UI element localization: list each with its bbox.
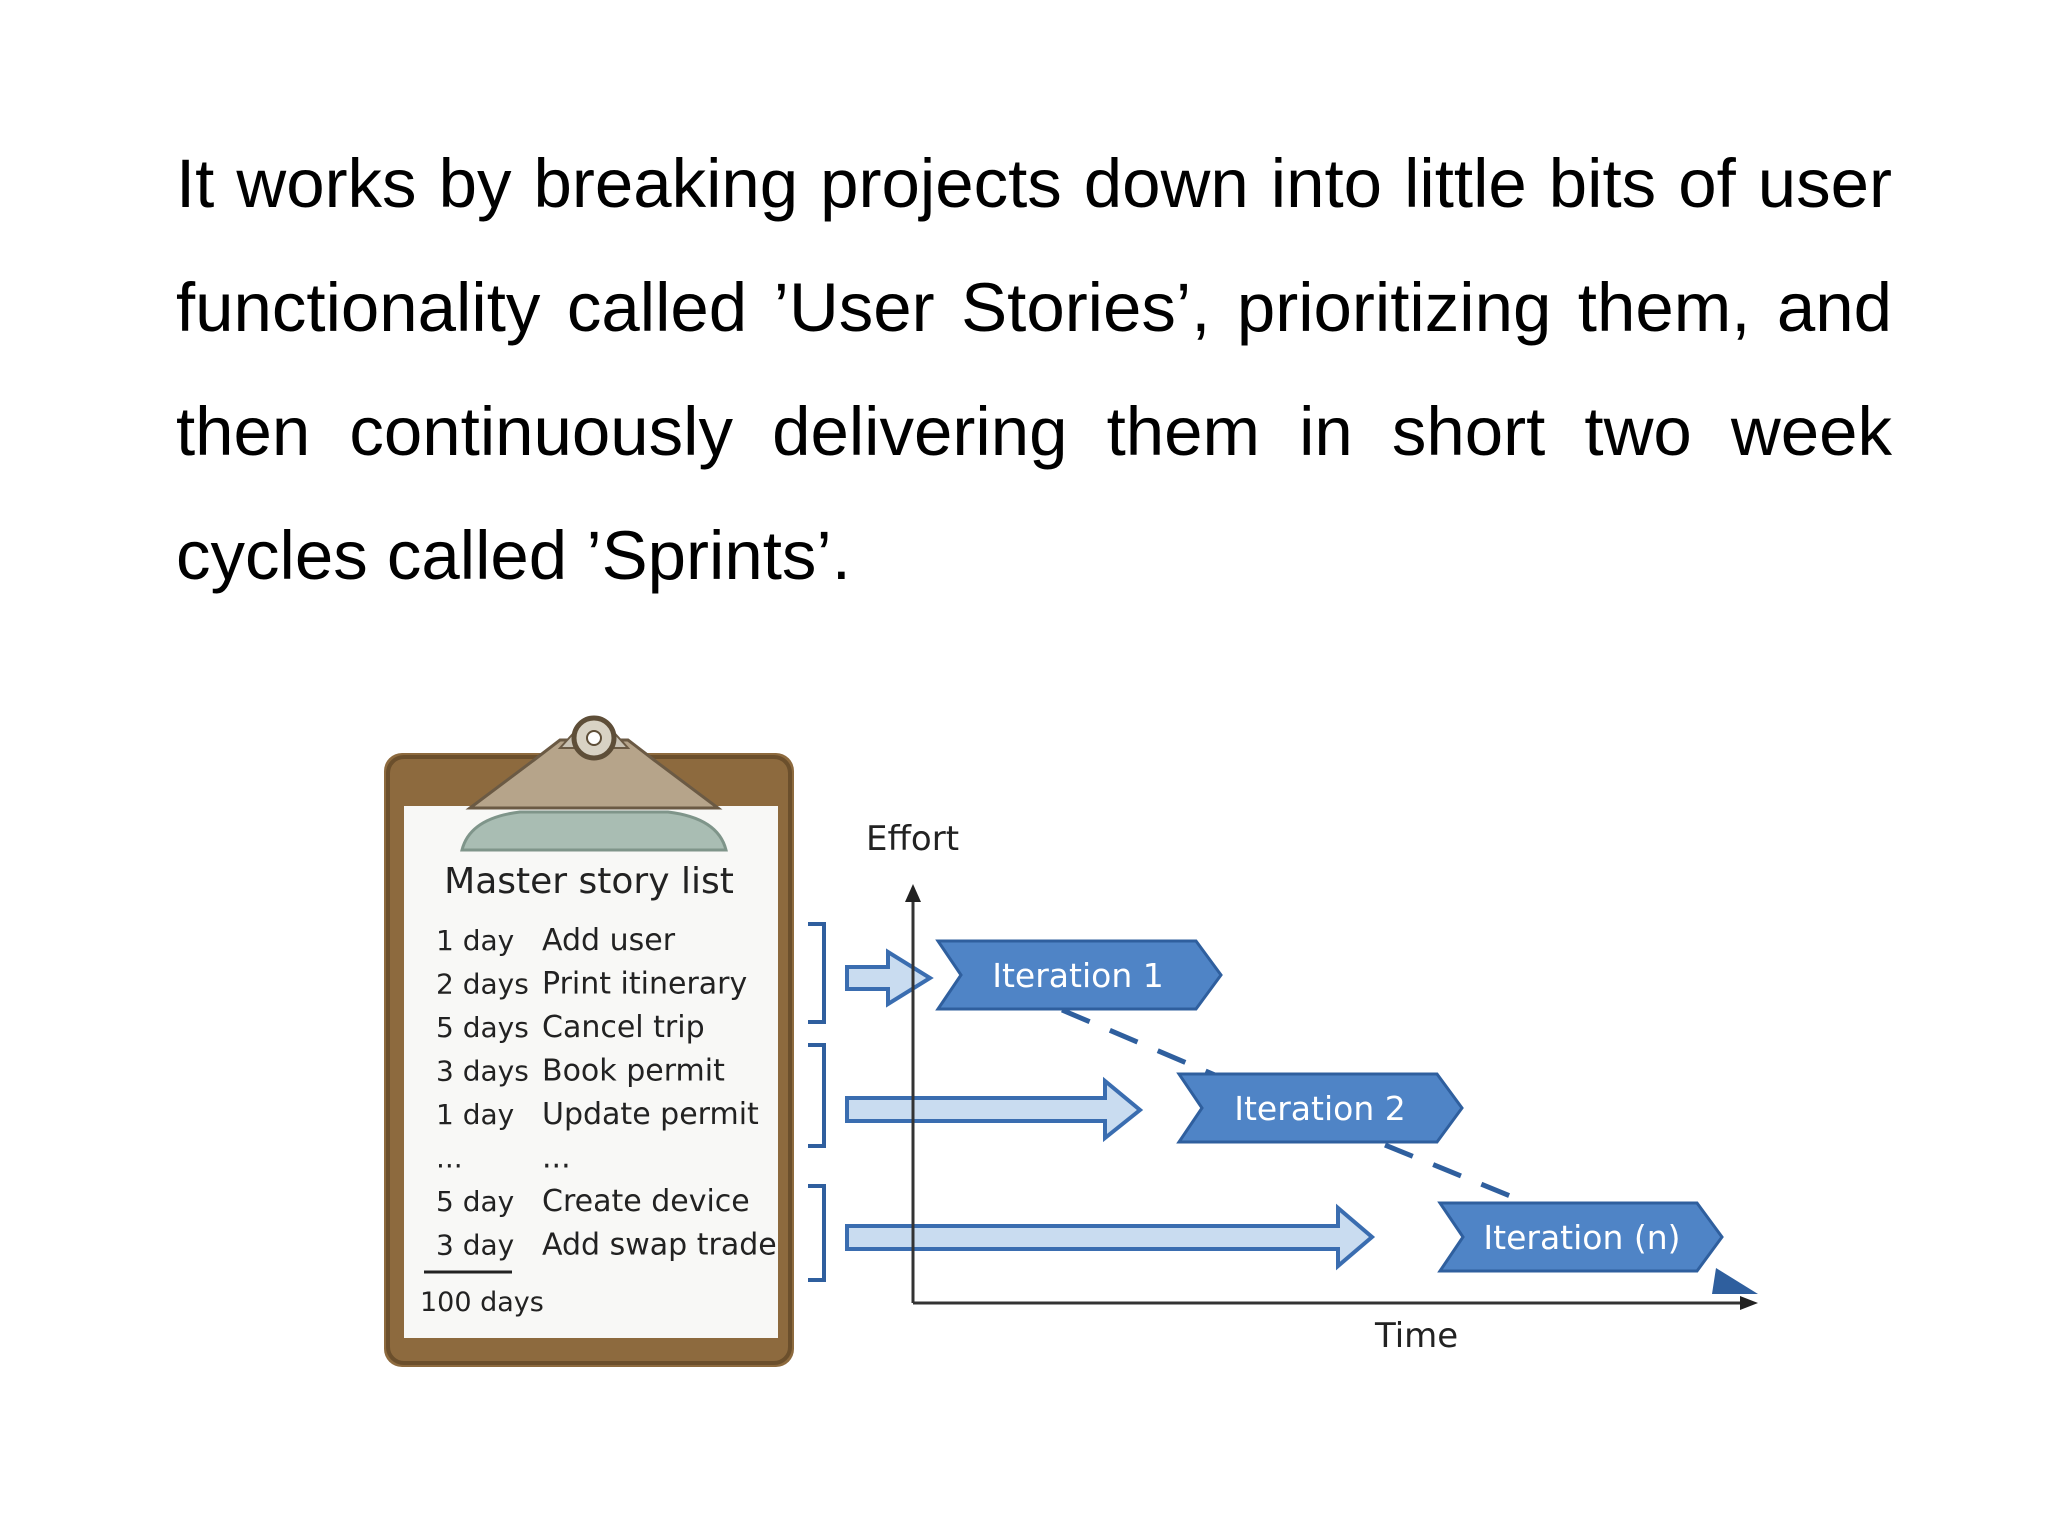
iteration-n-chevron [1437,1201,1724,1273]
trend-arrowhead [1712,1268,1758,1294]
story-duration: ... [436,1142,463,1175]
story-list-title: Master story list [444,861,734,902]
iteration-2-label: Iteration 2 [1234,1089,1405,1128]
x-axis-arrowhead [1740,1296,1758,1310]
iteration-1-chevron [935,939,1223,1011]
story-task: Cancel trip [542,1010,705,1045]
iteration-labels: Iteration 1 Iteration 2 Iteration (n) [992,956,1680,1257]
story-duration: 5 day [436,1185,514,1218]
y-axis-arrowhead [905,884,921,902]
x-axis-label: Time [1374,1316,1458,1356]
clipboard: Master story list 1 day Add user 2 days Pri… [384,715,794,1367]
story-task: Create device [542,1184,750,1219]
trend-line [1061,1007,1521,1203]
iterations [935,939,1724,1273]
story-brackets [808,922,826,1282]
story-task: Add swap trade [542,1228,777,1263]
bracket-1 [808,922,826,1024]
story-list: 1 day Add user 2 days Print itinerary 5 days… [436,923,777,1263]
clipboard-paper [404,806,778,1338]
y-axis-label: Effort [866,819,959,859]
feed-arrows [845,948,1376,1271]
story-task: ... [542,1141,571,1176]
clipboard-clip-icon [460,715,728,852]
feed-arrow-1 [845,948,934,1008]
iteration-n-label: Iteration (n) [1483,1218,1680,1257]
body-paragraph: It works by breaking projects down into … [176,145,1892,594]
story-task: Print itinerary [542,967,747,1002]
bracket-3 [808,1184,826,1282]
story-duration: 2 days [436,968,529,1001]
bracket-2 [808,1043,826,1148]
story-total: 100 days [420,1287,544,1318]
story-task: Update permit [542,1097,759,1132]
iteration-2-chevron [1176,1072,1464,1144]
chart-axes: Effort Time [866,819,1758,1356]
feed-arrow-3 [845,1203,1376,1271]
story-duration: 1 day [436,924,514,957]
iteration-1-label: Iteration 1 [992,956,1163,995]
feed-arrow-2 [845,1076,1144,1143]
story-duration: 3 days [436,1055,529,1088]
story-duration: 1 day [436,1098,514,1131]
story-task: Book permit [542,1054,725,1089]
story-task: Add user [542,923,676,958]
story-duration: 5 days [436,1011,529,1044]
story-duration: 3 day [436,1229,514,1262]
